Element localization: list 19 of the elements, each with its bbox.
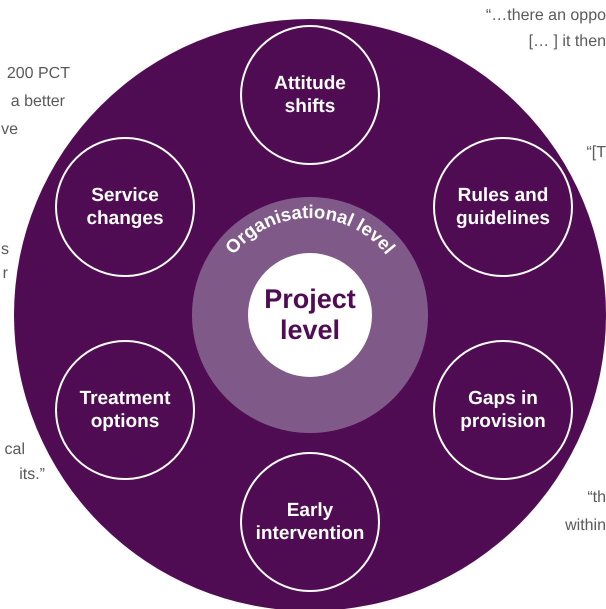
quote-fragment: “th [587, 488, 606, 508]
quote-fragment: cal [4, 440, 25, 460]
quote-fragment: ve [1, 120, 18, 140]
topic-label: Attitude shifts [273, 72, 347, 118]
topic-label: Early intervention [254, 499, 366, 545]
quote-fragment: its.” [19, 465, 45, 485]
center-label: Project level [263, 284, 357, 346]
topic-label: Service changes [85, 184, 165, 230]
quote-fragment: 200 PCT [6, 64, 70, 84]
quote-fragment: s [1, 240, 9, 260]
topic-label: Rules and guidelines [455, 184, 551, 230]
quote-fragment: “[T [586, 143, 606, 163]
quote-fragment: “…there an oppo [486, 6, 606, 26]
quote-fragment: [… ] it then [528, 32, 606, 52]
quote-fragment: a better [10, 92, 65, 112]
quote-fragment: r [2, 264, 8, 284]
topic-label: Gaps in provision [459, 387, 547, 433]
topic-label: Treatment options [78, 387, 172, 433]
quote-fragment: within [565, 516, 606, 536]
